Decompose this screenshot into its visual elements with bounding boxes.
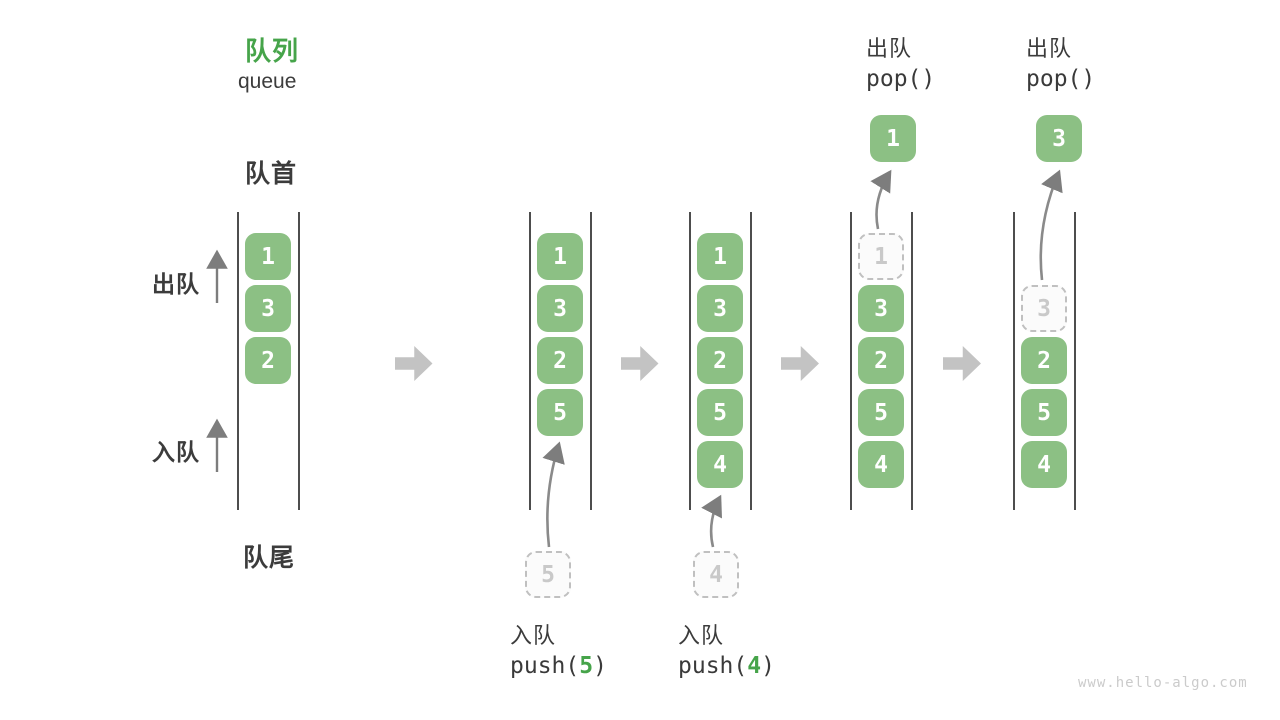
queue-right-rail	[1074, 212, 1076, 510]
queue-left-rail	[1013, 212, 1015, 510]
queue-right-rail	[750, 212, 752, 510]
queue-ghost-cell: 1	[858, 233, 904, 280]
queue-cell: 5	[1021, 389, 1067, 436]
queue-cell: 4	[697, 441, 743, 488]
pop-movement-arrow	[1039, 169, 1063, 281]
dequeue-side-label: 出队	[152, 271, 200, 297]
watermark: www.hello-algo.com	[1078, 675, 1248, 691]
queue-cell: 1	[537, 233, 583, 280]
call-argument: 4	[747, 653, 762, 679]
queue-left-rail	[237, 212, 239, 510]
dequeue-action-label: 出队	[1026, 36, 1073, 61]
queue-cell: 2	[1021, 337, 1067, 384]
queue-cell: 5	[537, 389, 583, 436]
queue-right-rail	[298, 212, 300, 510]
enqueue-action-label: 入队	[510, 623, 557, 648]
queue-left-rail	[529, 212, 531, 510]
diagram-title-zh: 队列	[245, 36, 300, 66]
queue-ghost-cell: 3	[1021, 285, 1067, 332]
queue-cell: 5	[697, 389, 743, 436]
queue-cell: 3	[245, 285, 291, 332]
popped-element-box: 3	[1036, 115, 1082, 162]
dequeue-action-label: 出队	[866, 36, 913, 61]
queue-cell: 2	[245, 337, 291, 384]
enqueue-action-label: 入队	[678, 623, 725, 648]
queue-cell: 4	[858, 441, 904, 488]
queue-right-rail	[590, 212, 592, 510]
queue-cell: 2	[858, 337, 904, 384]
popped-element-box: 1	[870, 115, 916, 162]
queue-front-label: 队首	[245, 160, 298, 188]
push-movement-arrow	[542, 441, 565, 548]
queue-left-rail	[689, 212, 691, 510]
incoming-element-box: 4	[693, 551, 739, 598]
queue-cell: 3	[537, 285, 583, 332]
queue-right-rail	[911, 212, 913, 510]
push-call-label: push(5)	[510, 653, 607, 679]
pop-call-label: pop()	[1026, 66, 1096, 92]
pop-movement-arrow	[870, 169, 892, 230]
queue-left-rail	[850, 212, 852, 510]
queue-cell: 3	[697, 285, 743, 332]
call-argument: 5	[579, 653, 594, 679]
incoming-element-box: 5	[525, 551, 571, 598]
diagram-title-en: queue	[238, 70, 297, 93]
queue-cell: 3	[858, 285, 904, 332]
queue-cell: 1	[697, 233, 743, 280]
push-movement-arrow	[701, 494, 722, 548]
push-call-label: push(4)	[678, 653, 775, 679]
queue-cell: 4	[1021, 441, 1067, 488]
enqueue-side-label: 入队	[152, 439, 200, 465]
queue-cell: 2	[697, 337, 743, 384]
queue-cell: 1	[245, 233, 291, 280]
queue-rear-label: 队尾	[243, 544, 296, 572]
queue-cell: 5	[858, 389, 904, 436]
pop-call-label: pop()	[866, 66, 936, 92]
queue-cell: 2	[537, 337, 583, 384]
